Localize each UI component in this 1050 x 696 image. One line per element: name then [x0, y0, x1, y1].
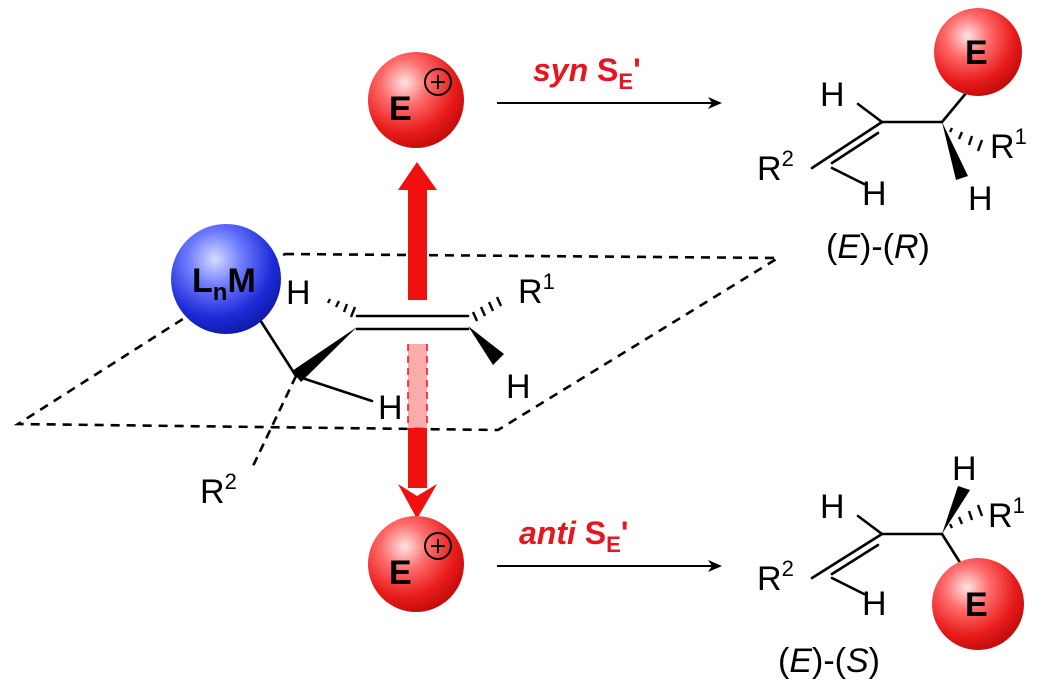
- svg-text:H: H: [820, 76, 845, 114]
- svg-text:R1: R1: [988, 493, 1025, 535]
- svg-text:H: H: [968, 180, 993, 218]
- h-left-label: H: [286, 274, 311, 312]
- allylmetal-complex: LnM H R1 H H R2: [13, 224, 783, 511]
- svg-text:R2: R2: [757, 556, 794, 598]
- anti-attack-arrow: [398, 344, 437, 519]
- svg-text:H: H: [952, 450, 977, 488]
- syn-reaction-arrow: syn SE': [497, 52, 722, 109]
- h-bottom-label: H: [378, 389, 403, 427]
- dashed-bond-ch2-r2: [251, 375, 298, 467]
- svg-text:R2: R2: [757, 146, 794, 188]
- hashed-bond-h-left: [326, 298, 357, 318]
- metal-sphere: [171, 224, 281, 334]
- hashed-bond-r1: [471, 296, 503, 322]
- anti-reaction-arrow: anti SE': [497, 515, 722, 572]
- svg-text:E: E: [389, 554, 412, 592]
- syn-se-label: syn SE': [533, 52, 641, 94]
- reaction-plane: [13, 252, 783, 432]
- metal-label: LnM: [192, 262, 256, 306]
- svg-text:H: H: [862, 585, 887, 623]
- product-top-e-sphere: [934, 8, 1022, 96]
- svg-text:E: E: [965, 586, 988, 624]
- svg-text:H: H: [862, 175, 887, 213]
- svg-text:E: E: [389, 90, 412, 128]
- r2-label: R2: [200, 469, 237, 511]
- svg-text:H: H: [820, 488, 845, 526]
- r1-label: R1: [518, 269, 555, 311]
- bond-ch2-h: [294, 374, 374, 403]
- electrophile-top: E: [368, 52, 464, 148]
- wedge-bond-ch2: [292, 327, 357, 382]
- plus-charge-icon: [424, 532, 452, 560]
- electrophile-bottom: E: [368, 516, 464, 612]
- product-bottom-e-sphere: [932, 558, 1024, 650]
- wedge-bond-h-right: [468, 326, 504, 365]
- h-right-label: H: [506, 368, 531, 406]
- svg-text:E: E: [965, 34, 988, 72]
- plus-charge-icon: [424, 68, 452, 96]
- product-bottom: E H R2 H R1 H (E)-(S): [757, 450, 1025, 680]
- product-top-caption: (E)-(R): [826, 228, 930, 266]
- product-bottom-caption: (E)-(S): [778, 642, 880, 680]
- anti-se-label: anti SE': [519, 515, 628, 557]
- syn-attack-arrow: [398, 162, 437, 300]
- svg-text:R1: R1: [990, 124, 1027, 166]
- product-top: E H R2 H R1 H (E)-(R): [757, 8, 1027, 266]
